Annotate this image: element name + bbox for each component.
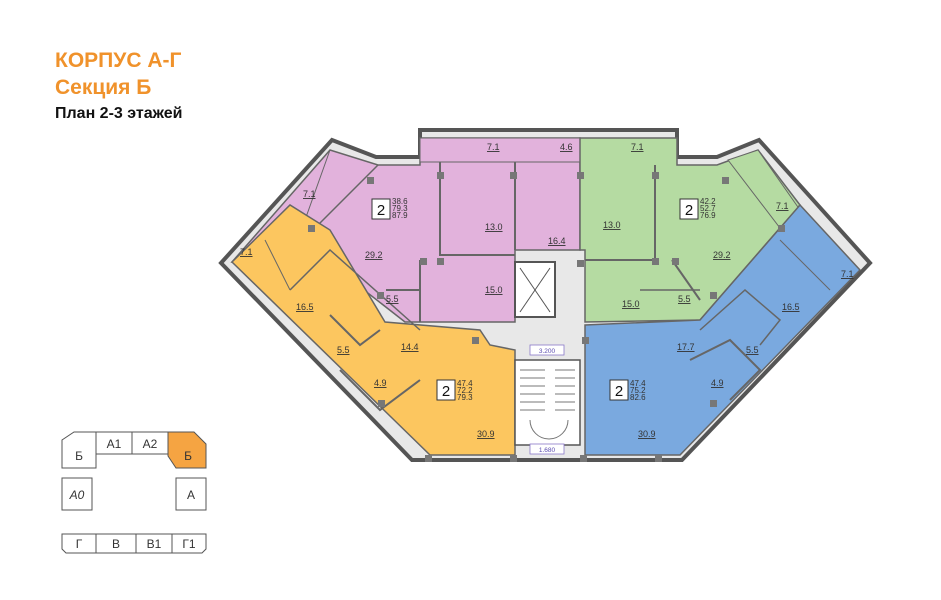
- room-area-label: 5.5: [746, 345, 759, 355]
- room-area-label: 16.4: [548, 236, 566, 246]
- room-area-label: 7.1: [303, 189, 316, 199]
- apartment-badge-pink: 2 38.6 79.3 87.9: [371, 197, 408, 220]
- room-area-label: 13.0: [603, 220, 621, 230]
- room-area-label: 14.4: [401, 342, 419, 352]
- room-area-label: 5.5: [678, 294, 691, 304]
- room-area-label: 4.9: [711, 378, 724, 388]
- stair-core: 3.200 1.680: [514, 261, 581, 455]
- columns: [308, 172, 785, 462]
- room-area-label: 13.0: [485, 222, 503, 232]
- minimap-section-b-left[interactable]: Б: [75, 449, 83, 463]
- room-area-label: 4.9: [374, 378, 387, 388]
- room-area-label: 17.7: [677, 342, 695, 352]
- room-area-label: 16.5: [296, 302, 314, 312]
- room-area-label: 7.1: [841, 269, 854, 279]
- room-area-label: 4.6: [560, 142, 573, 152]
- minimap-section-v1[interactable]: В1: [147, 537, 162, 551]
- minimap-section-a2[interactable]: А2: [143, 437, 158, 451]
- room-area-label: 7.1: [631, 142, 644, 152]
- svg-text:2: 2: [442, 383, 450, 400]
- minimap-section-g[interactable]: Г: [76, 537, 83, 551]
- room-area-label: 29.2: [713, 250, 731, 260]
- height-label-upper: 3.200: [539, 348, 556, 355]
- svg-text:72.2: 72.2: [457, 386, 473, 395]
- svg-text:38.6: 38.6: [392, 197, 408, 206]
- svg-text:47.4: 47.4: [457, 379, 473, 388]
- building-title: КОРПУС А-Г: [55, 49, 182, 72]
- svg-text:82.6: 82.6: [630, 393, 646, 402]
- minimap-section-a1[interactable]: А1: [107, 437, 122, 451]
- svg-text:2: 2: [615, 383, 623, 400]
- room-area-label: 30.9: [638, 429, 656, 439]
- room-area-label: 7.1: [487, 142, 500, 152]
- svg-text:79.3: 79.3: [457, 393, 473, 402]
- minimap-section-v[interactable]: В: [112, 537, 120, 551]
- title-block: КОРПУС А-Г Секция Б План 2-3 этажей: [55, 48, 182, 126]
- svg-text:75.2: 75.2: [630, 386, 646, 395]
- svg-text:79.3: 79.3: [392, 204, 408, 213]
- minimap-section-a[interactable]: А: [187, 488, 195, 502]
- room-area-label: 29.2: [365, 250, 383, 260]
- svg-text:87.9: 87.9: [392, 211, 408, 220]
- svg-text:47.4: 47.4: [630, 379, 646, 388]
- room-area-label: 15.0: [485, 285, 503, 295]
- apartment-badge-green: 2 42.2 52.7 76.9: [679, 197, 716, 220]
- section-title: Секция Б: [55, 76, 152, 99]
- apartment-green[interactable]: [579, 137, 801, 323]
- svg-text:42.2: 42.2: [700, 197, 716, 206]
- minimap-section-g1[interactable]: Г1: [182, 537, 195, 551]
- room-area-label: 7.1: [240, 247, 253, 257]
- apartment-badge-orange: 2 47.4 72.2 79.3: [436, 379, 473, 402]
- minimap-section-b-active[interactable]: Б: [184, 449, 192, 463]
- room-area-label: 15.0: [622, 299, 640, 309]
- height-label-lower: 1.680: [539, 447, 556, 454]
- room-area-label: 5.5: [337, 345, 350, 355]
- apartment-badge-blue: 2 47.4 75.2 82.6: [609, 379, 646, 402]
- svg-text:76.9: 76.9: [700, 211, 716, 220]
- room-area-label: 30.9: [477, 429, 495, 439]
- apartment-pink[interactable]: [230, 137, 581, 323]
- minimap-section-a0[interactable]: А0: [69, 488, 85, 502]
- svg-text:2: 2: [377, 202, 385, 219]
- section-minimap: Б А1 А2 Б А0 А Г В В1 Г1: [61, 431, 207, 554]
- svg-text:2: 2: [685, 202, 693, 219]
- room-area-label: 16.5: [782, 302, 800, 312]
- floor-plan-title: План 2-3 этажей: [55, 105, 183, 122]
- svg-text:52.7: 52.7: [700, 204, 716, 213]
- room-area-label: 5.5: [386, 294, 399, 304]
- room-area-label: 7.1: [776, 201, 789, 211]
